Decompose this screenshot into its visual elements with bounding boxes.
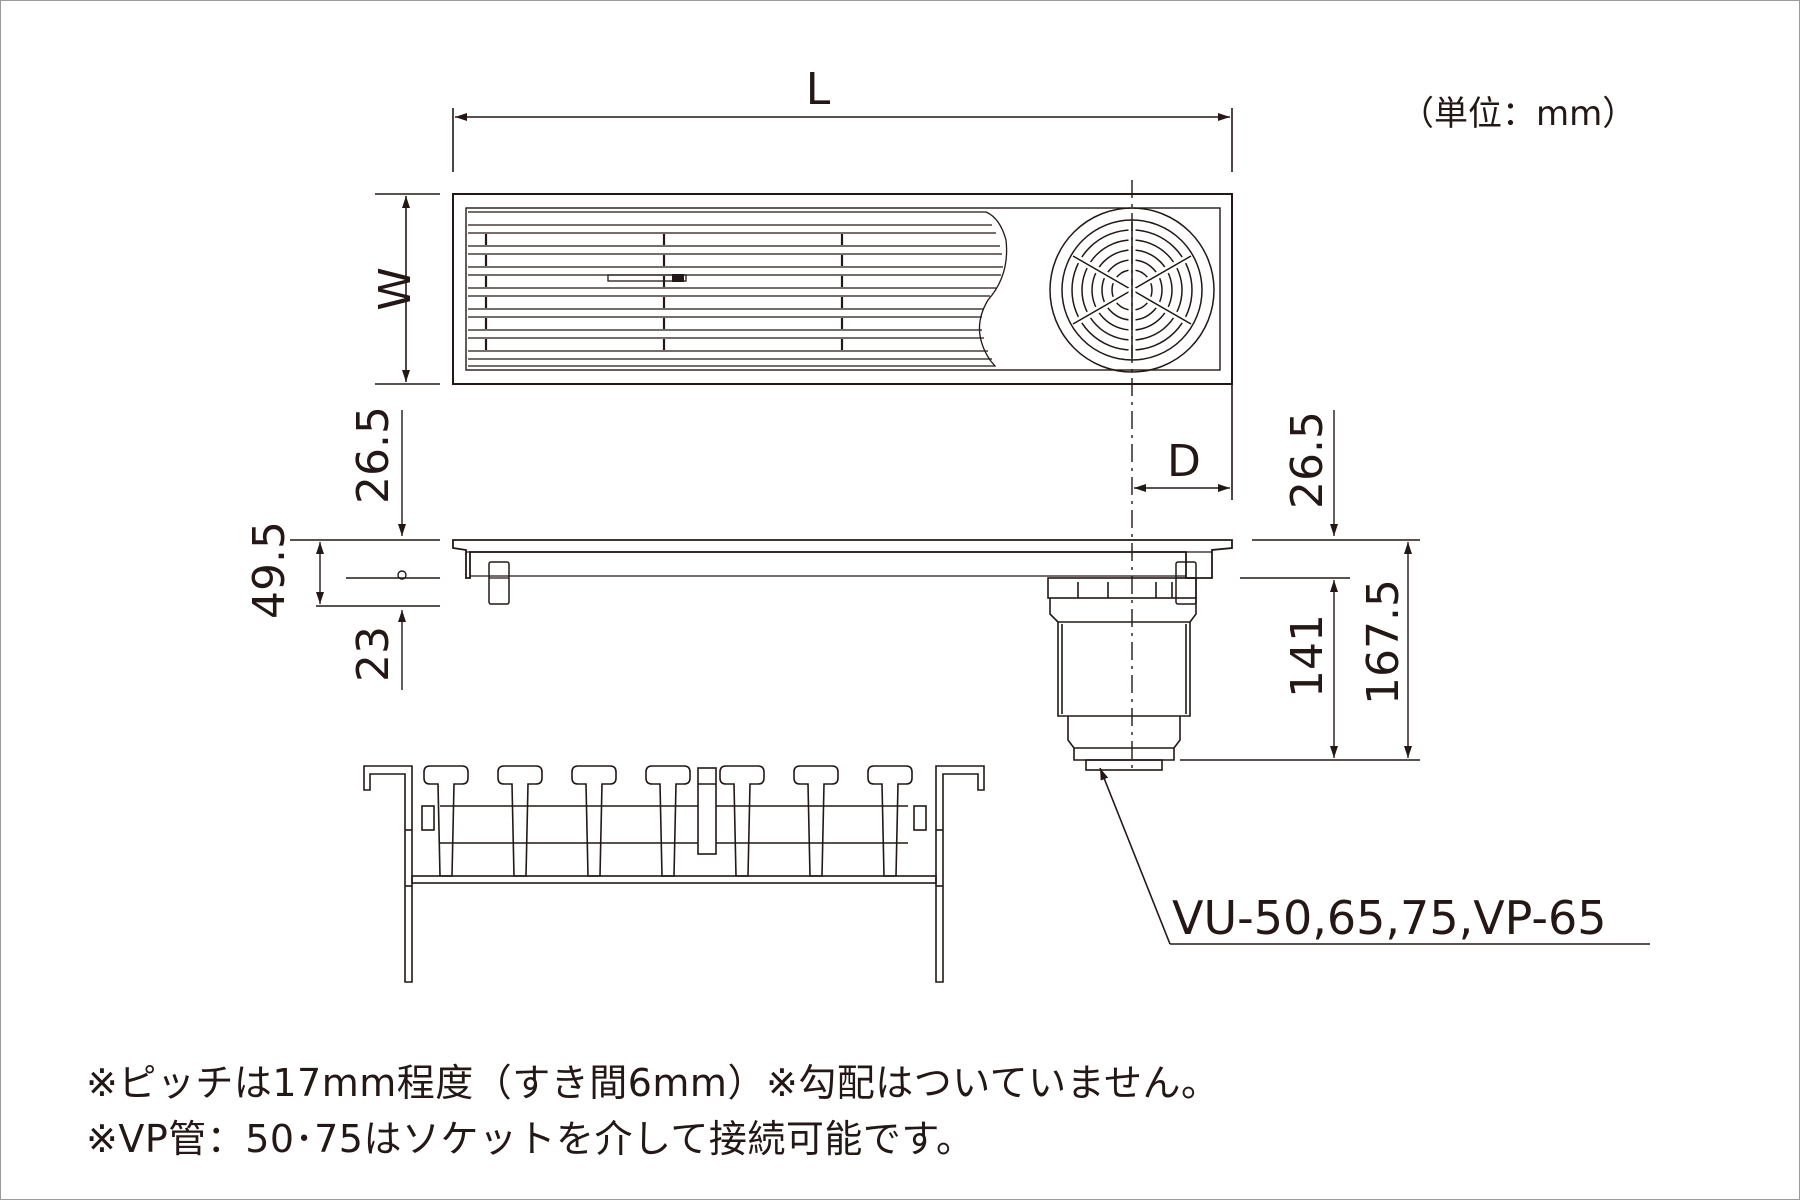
note-pitch: ※ピッチは17mm程度（すき間6mm）※勾配はついていません。 (86, 1061, 1220, 1105)
right-top-dim-label: 26.5 (1282, 411, 1333, 509)
handle-slot (607, 274, 687, 282)
t-bars (423, 765, 913, 877)
right-body-dim-label: 141 (1282, 614, 1333, 698)
left-top-dim-label: 26.5 (348, 406, 399, 504)
grating-slats (468, 211, 1008, 367)
spacer-marks (484, 234, 844, 350)
left-bottom-dim-label: 23 (348, 626, 399, 682)
cross-section-handle (697, 767, 717, 855)
drain-outlet (1047, 577, 1197, 771)
frame-plate (452, 539, 1233, 579)
frame-inner (465, 207, 1221, 371)
left-mid-dim-label: 49.5 (244, 521, 295, 619)
frame-outer (452, 193, 1233, 385)
cross-section (363, 765, 985, 983)
side-view (290, 410, 1420, 771)
top-view (375, 108, 1233, 770)
drain-offset-label: D (1167, 436, 1201, 487)
left-hook (488, 561, 510, 605)
note-vp-pipe: ※VP管：50･75はソケットを介して接続可能です。 (86, 1117, 975, 1161)
length-label: L (806, 64, 831, 115)
right-total-dim-label: 167.5 (1358, 579, 1409, 705)
pipe-callout-label: VU-50,65,75,VP-65 (1172, 891, 1607, 945)
unit-label: （単位：mm） (1400, 94, 1636, 134)
width-label: W (370, 267, 421, 311)
pipe-callout-leader (1099, 767, 1650, 945)
